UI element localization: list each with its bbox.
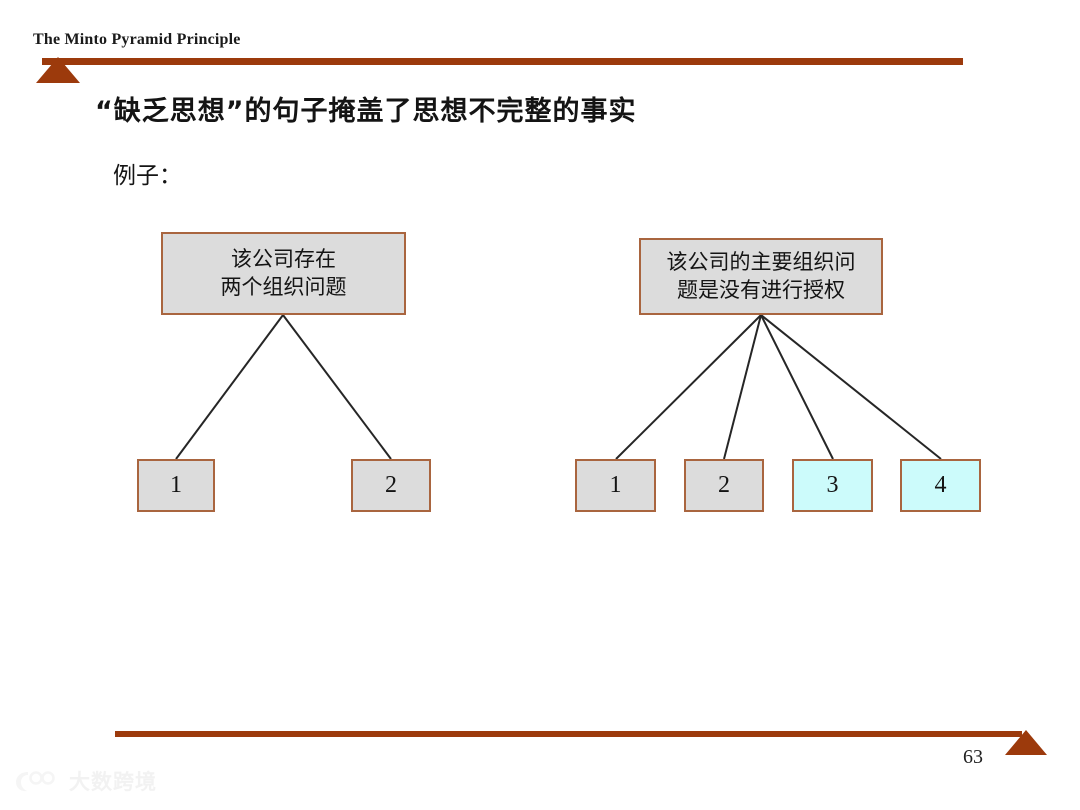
left-tree-leaf-2: 2 [351, 459, 431, 512]
right-tree-leaf-2: 2 [684, 459, 764, 512]
left-tree-root-box: 该公司存在 两个组织问题 [161, 232, 406, 315]
right-tree-root-line1: 该公司的主要组织问 [666, 249, 856, 274]
watermark-text: 大数跨境 [69, 770, 157, 794]
page-title: “缺乏思想”的句子掩盖了思想不完整的事实 [95, 96, 637, 127]
page-number: 63 [963, 746, 983, 768]
watermark-logo-icon [16, 771, 55, 792]
right-tree-root-line2: 题是没有进行授权 [677, 277, 845, 302]
watermark: 大数跨境 [14, 766, 157, 796]
header-triangle-marker [36, 57, 80, 83]
header-rule [42, 58, 963, 65]
right-tree-leaf-4: 4 [900, 459, 981, 512]
footer-rule [115, 731, 1022, 737]
header-title: The Minto Pyramid Principle [33, 31, 241, 48]
right-tree-root-box: 该公司的主要组织问 题是没有进行授权 [639, 238, 883, 315]
left-tree-root-line1: 该公司存在 [231, 246, 336, 271]
example-label: 例子： [113, 163, 182, 189]
right-tree-leaf-3: 3 [792, 459, 873, 512]
left-tree-root-line2: 两个组织问题 [220, 274, 347, 299]
footer-triangle-marker [1005, 730, 1047, 755]
left-tree-leaf-1: 1 [137, 459, 215, 512]
right-tree-leaf-1: 1 [575, 459, 656, 512]
